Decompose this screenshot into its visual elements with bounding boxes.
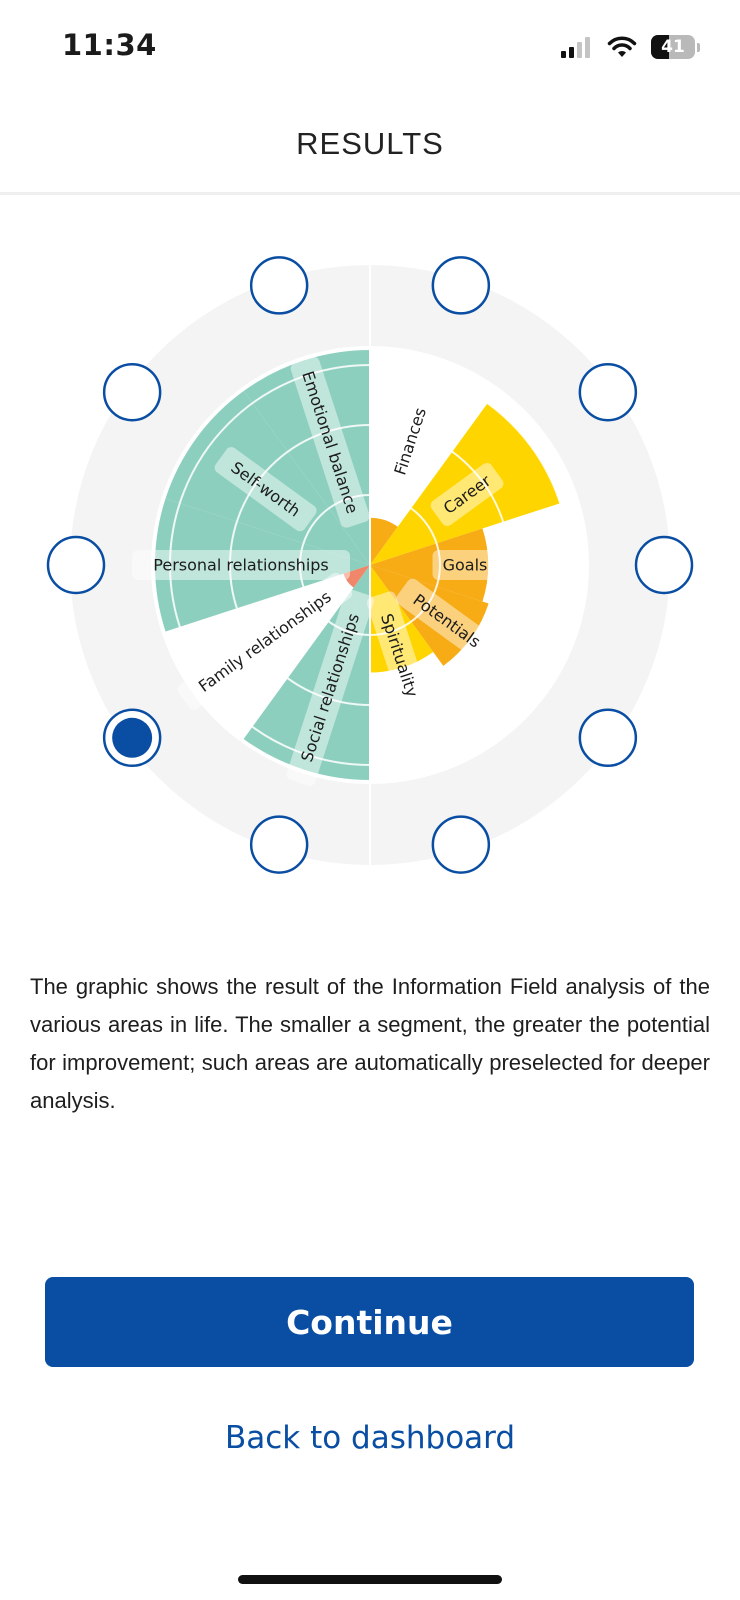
description-text: The graphic shows the result of the Info… [30,974,710,1113]
label-background [214,447,317,532]
label-background [430,462,504,526]
battery-icon: 41 [651,35,695,59]
segment-social-relationships [243,565,370,780]
segment-potentials [370,565,489,666]
wifi-icon [607,36,637,57]
segment-goals [370,528,489,602]
segment-label-text: Personal relationships [153,556,328,575]
label-background [290,356,370,528]
segment-label-personal-relationships: Personal relationships [132,550,350,580]
segment-family-relationships [343,565,370,588]
selector-personal-relationships[interactable] [46,535,106,595]
selector-finances[interactable] [431,256,491,315]
selector-spirituality[interactable] [431,815,491,874]
label-background [432,550,498,580]
segment-spirituality [370,565,434,673]
status-icons: 41 [561,32,700,62]
label-background [383,394,438,489]
page-header: RESULTS [0,90,740,195]
segment-personal-relationships [155,498,370,632]
segment-label-text: Goals [443,556,488,575]
label-background [395,578,498,663]
label-background [132,550,350,580]
segment-label-goals: Goals [432,550,498,580]
label-background [286,589,374,786]
segment-self-worth [165,391,370,565]
selector-social-relationships[interactable] [249,815,309,874]
selector-potentials[interactable] [578,708,638,768]
status-bar: 11:34 41 [0,0,740,90]
page-title: RESULTS [296,126,444,161]
label-background [366,591,432,720]
selector-goals[interactable] [634,535,694,595]
selector-career[interactable] [578,362,638,422]
continue-button[interactable]: Continue [45,1277,694,1367]
battery-level: 41 [661,37,685,57]
selector-self-worth[interactable] [102,362,162,422]
segment-career [370,403,561,565]
back-to-dashboard-link[interactable]: Back to dashboard [224,1420,516,1456]
signal-icon [561,37,590,58]
home-indicator [238,1575,502,1584]
segment-finances [370,517,398,565]
selector-selected-dot [112,717,153,758]
polar-area-chart: FinancesCareerGoalsPotentialsSpiritualit… [46,256,694,874]
label-background [177,572,353,710]
segment-emotional-balance [243,350,370,565]
selector-emotional-balance[interactable] [249,256,309,315]
status-time: 11:34 [62,28,157,62]
